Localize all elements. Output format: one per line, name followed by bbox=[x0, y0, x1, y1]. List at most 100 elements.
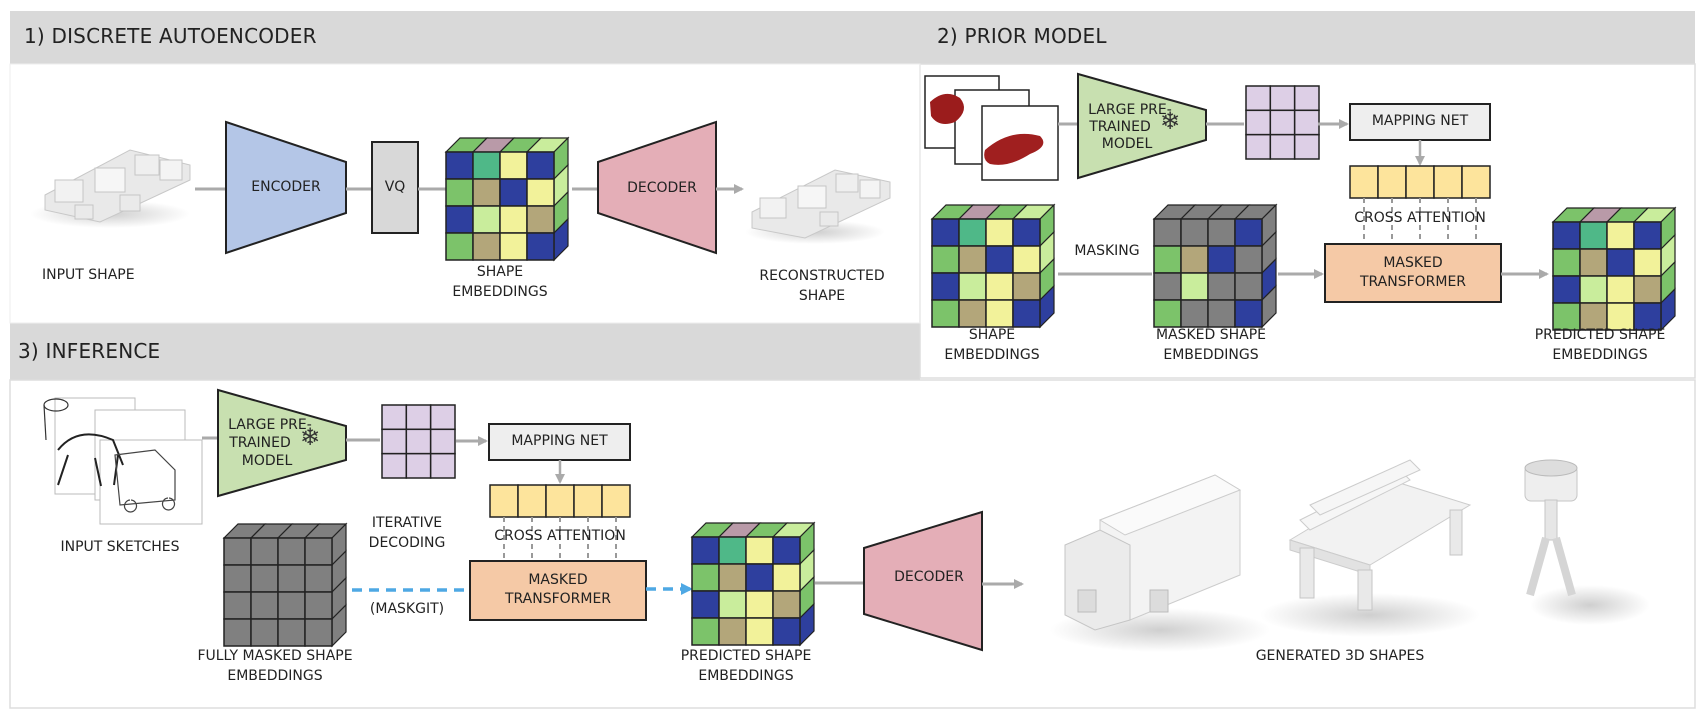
input-images-stack bbox=[924, 75, 1059, 181]
pretrained-model-label-line1: LARGE PRE- bbox=[228, 417, 312, 433]
grid-cell bbox=[405, 404, 432, 431]
section2-header bbox=[920, 11, 1695, 64]
masked-shape-embeddings-label-line2: EMBEDDINGS bbox=[1163, 347, 1259, 363]
cube-cell bbox=[985, 272, 1014, 301]
snowflake-icon: ❄ bbox=[1160, 107, 1181, 135]
cube-cell bbox=[1153, 299, 1182, 328]
cube-cell bbox=[772, 617, 801, 646]
cube-cell bbox=[931, 299, 960, 328]
input-sketches-stack bbox=[43, 397, 203, 525]
pretrained-model-label-line2: TRAINED bbox=[1089, 119, 1151, 135]
grid-cell bbox=[1245, 109, 1272, 136]
masked-transformer-label-line2: TRANSFORMER bbox=[504, 591, 612, 607]
predicted-shape-embeddings-label-line1: PREDICTED SHAPE bbox=[680, 648, 812, 664]
shape-embeddings-label-line2: EMBEDDINGS bbox=[944, 347, 1040, 363]
cube-cell bbox=[1207, 218, 1236, 247]
cube-cell bbox=[499, 205, 528, 234]
decoder-label: DECODER bbox=[894, 569, 964, 585]
iterative-decoding-label-line1: ITERATIVE bbox=[371, 515, 443, 531]
masked-transformer-label-line1: MASKED bbox=[528, 572, 588, 588]
cube-cell bbox=[958, 218, 987, 247]
section1-header bbox=[10, 11, 930, 64]
cube-cell bbox=[1606, 248, 1635, 277]
cube-cell bbox=[1552, 221, 1581, 250]
cube-cell bbox=[745, 563, 774, 592]
pretrained-model-block bbox=[1077, 72, 1207, 180]
cross-attention-links bbox=[503, 517, 617, 561]
cube-cell bbox=[1234, 299, 1263, 328]
token-cell bbox=[1433, 165, 1463, 199]
cube-cell bbox=[1207, 299, 1236, 328]
cube-cell bbox=[304, 618, 333, 647]
cube-cell bbox=[1606, 302, 1635, 331]
cube-cell bbox=[1234, 272, 1263, 301]
cube-cell bbox=[472, 178, 501, 207]
cube-cell bbox=[745, 617, 774, 646]
reconstructed-shape-label-line1: RECONSTRUCTED bbox=[759, 268, 885, 284]
shape-embeddings-cube bbox=[930, 203, 1056, 329]
section3-title: 3) INFERENCE bbox=[18, 339, 161, 363]
predicted-shape-embeddings-cube bbox=[690, 521, 816, 647]
fully-masked-embeddings-cube bbox=[222, 522, 348, 648]
cube-cell bbox=[718, 617, 747, 646]
generated-truck-voxel-icon bbox=[1050, 474, 1270, 652]
cube-cell bbox=[1552, 248, 1581, 277]
grid-cell bbox=[1293, 133, 1320, 160]
vq-label: VQ bbox=[384, 179, 406, 195]
cube-cell bbox=[718, 536, 747, 565]
cube-cell bbox=[691, 563, 720, 592]
cube-cell bbox=[223, 564, 252, 593]
grid-cell bbox=[429, 428, 456, 455]
predicted-shape-embeddings-label-line2: EMBEDDINGS bbox=[1552, 347, 1648, 363]
pretrained-model-label-line2: TRAINED bbox=[229, 435, 291, 451]
masked-shape-embeddings-label-line1: MASKED SHAPE bbox=[1155, 327, 1267, 343]
grid-cell bbox=[1269, 109, 1296, 136]
section1-frame bbox=[9, 63, 921, 324]
cube-cell bbox=[499, 178, 528, 207]
section3-frame bbox=[9, 379, 1696, 709]
cube-cell bbox=[985, 245, 1014, 274]
cube-cell bbox=[1552, 275, 1581, 304]
cube-cell bbox=[691, 536, 720, 565]
shape-embeddings-label-line2: EMBEDDINGS bbox=[452, 284, 548, 300]
predicted-shape-embeddings-label-line2: EMBEDDINGS bbox=[698, 668, 794, 684]
masked-transformer-label-line1: MASKED bbox=[1383, 255, 1443, 271]
decoder-label: DECODER bbox=[627, 180, 697, 196]
mapping-net-block bbox=[1349, 103, 1491, 141]
token-strip bbox=[1349, 165, 1491, 199]
fully-masked-label-line2: EMBEDDINGS bbox=[227, 668, 323, 684]
cube-cell bbox=[445, 178, 474, 207]
cube-cell bbox=[985, 218, 1014, 247]
encoder-label: ENCODER bbox=[251, 179, 321, 195]
cube-cell bbox=[772, 536, 801, 565]
cross-attention-label: CROSS ATTENTION bbox=[1354, 210, 1486, 226]
grid-cell bbox=[381, 452, 408, 479]
cube-cell bbox=[445, 151, 474, 180]
feature-grid bbox=[1245, 85, 1320, 160]
masked-transformer-block bbox=[1324, 243, 1502, 303]
pretrained-model-label-line3: MODEL bbox=[1101, 136, 1153, 152]
cube-cell bbox=[772, 590, 801, 619]
cube-cell bbox=[223, 618, 252, 647]
cube-cell bbox=[1153, 218, 1182, 247]
decoder-block bbox=[597, 120, 717, 255]
mapping-net-block bbox=[488, 423, 631, 461]
generated-bench-voxel-icon bbox=[1260, 459, 1480, 637]
grid-cell bbox=[381, 428, 408, 455]
shape-embeddings-label-line1: SHAPE bbox=[968, 327, 1016, 343]
masked-transformer-label-line2: TRANSFORMER bbox=[1359, 274, 1467, 290]
snowflake-icon: ❄ bbox=[300, 423, 321, 451]
grid-cell bbox=[429, 404, 456, 431]
cube-cell bbox=[931, 218, 960, 247]
token-cell bbox=[1461, 165, 1491, 199]
cube-cell bbox=[472, 205, 501, 234]
cube-cell bbox=[1180, 218, 1209, 247]
section3-header bbox=[10, 323, 920, 380]
cube-cell bbox=[223, 537, 252, 566]
encoder-block bbox=[225, 120, 347, 255]
cube-cell bbox=[958, 272, 987, 301]
cross-attention-label: CROSS ATTENTION bbox=[494, 528, 626, 544]
shape-embeddings-label-line1: SHAPE bbox=[476, 264, 524, 280]
